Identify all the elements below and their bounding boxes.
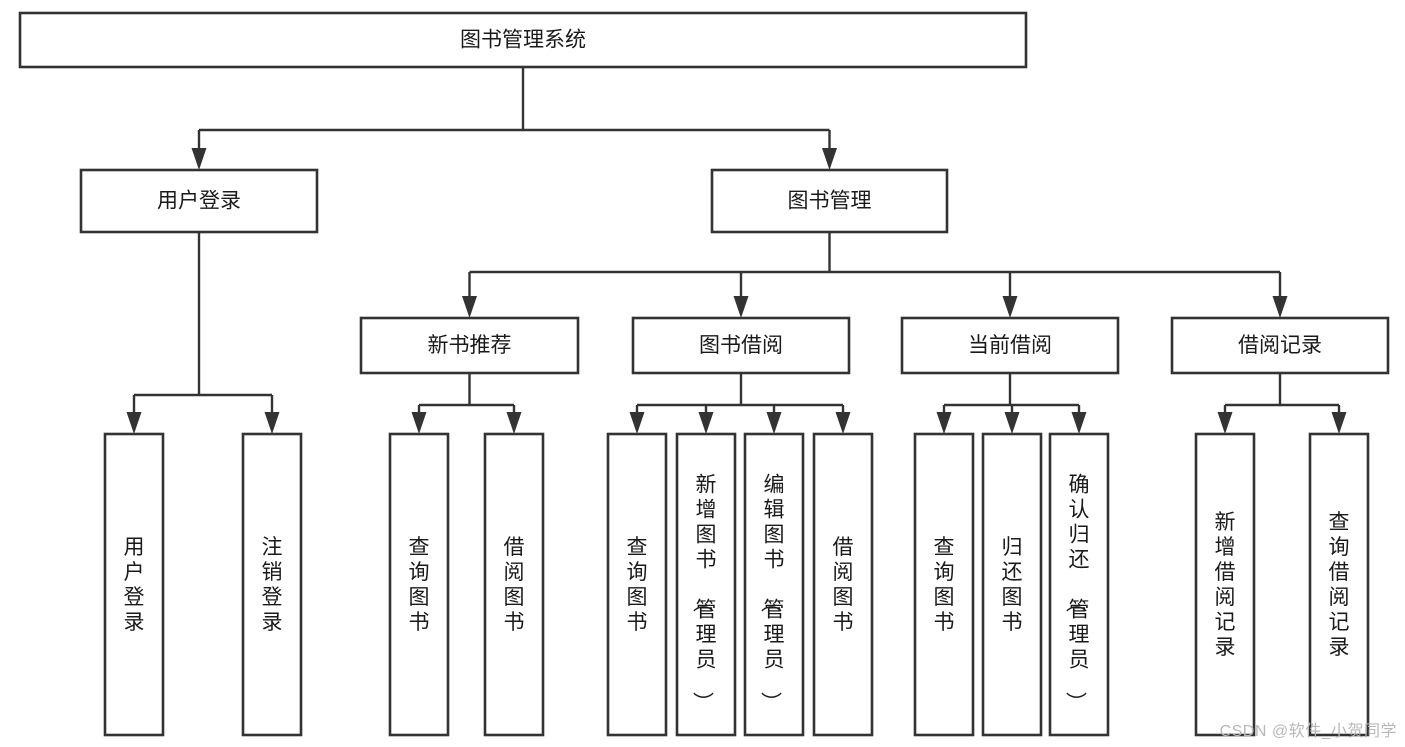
node-label: 注销登录 — [262, 536, 283, 634]
arrow-head-icon — [733, 296, 749, 318]
node-box — [743, 432, 805, 737]
node-box — [710, 168, 949, 234]
node-label: 图书管理 — [788, 190, 872, 213]
connector-group-user-login — [126, 232, 280, 434]
arrow-head-icon — [629, 412, 645, 434]
node-box — [1308, 432, 1370, 737]
arrow-head-icon — [698, 412, 714, 434]
node-label: 新增图书（管理员） — [691, 474, 717, 713]
node-label: 新书推荐 — [428, 334, 512, 357]
node-leaf-borrow-query-book[interactable]: 查询图书 — [606, 432, 668, 737]
node-label: 当前借阅 — [968, 334, 1052, 357]
node-box — [241, 432, 303, 737]
node-label: 新增借阅记录 — [1215, 511, 1236, 659]
arrow-head-icon — [822, 148, 837, 170]
node-book-manage[interactable]: 图书管理 — [710, 168, 949, 234]
node-leaf-borrow-add-book[interactable]: 新增图书（管理员） — [675, 432, 737, 737]
connector-group-current-borrow — [936, 373, 1087, 434]
node-label: 查询图书 — [409, 536, 430, 634]
node-box — [631, 316, 851, 375]
node-box — [79, 168, 319, 234]
node-book-borrow[interactable]: 图书借阅 — [631, 316, 851, 375]
node-label: 查询图书 — [627, 536, 648, 634]
node-label: 编辑图书（管理员） — [759, 474, 785, 713]
node-box — [18, 11, 1028, 69]
node-leaf-user-logout[interactable]: 注销登录 — [241, 432, 303, 737]
connector-group-book-borrow — [629, 373, 851, 434]
arrow-head-icon — [264, 412, 280, 434]
arrow-head-icon — [1071, 412, 1087, 434]
node-box — [913, 432, 975, 737]
arrow-head-icon — [506, 412, 522, 434]
arrow-head-icon — [1004, 412, 1020, 434]
node-leaf-borrow-edit-book[interactable]: 编辑图书（管理员） — [743, 432, 805, 737]
node-current-borrow[interactable]: 当前借阅 — [900, 316, 1120, 375]
arrow-head-icon — [126, 412, 142, 434]
node-leaf-cur-query-book[interactable]: 查询图书 — [913, 432, 975, 737]
node-borrow-record[interactable]: 借阅记录 — [1170, 316, 1390, 375]
node-label: 图书借阅 — [699, 334, 783, 357]
node-box — [483, 432, 545, 737]
arrow-head-icon — [936, 412, 952, 434]
arrow-head-icon — [835, 412, 851, 434]
connector-layer — [126, 67, 1347, 434]
node-label: 查询图书 — [934, 536, 955, 634]
node-leaf-rec-query-book[interactable]: 查询图书 — [388, 432, 450, 737]
node-new-book-rec[interactable]: 新书推荐 — [359, 316, 580, 375]
node-label: 借阅图书 — [504, 536, 525, 634]
node-box — [606, 432, 668, 737]
node-leaf-cur-return-book[interactable]: 归还图书 — [981, 432, 1043, 737]
node-label: 借阅图书 — [833, 536, 854, 634]
arrow-head-icon — [411, 412, 427, 434]
connector-group-book-manage — [462, 232, 1288, 318]
connector-group-root — [191, 67, 837, 170]
node-label: 借阅记录 — [1238, 334, 1322, 357]
connector-group-new-book-rec — [411, 373, 522, 434]
node-layer: 图书管理系统用户登录图书管理新书推荐图书借阅当前借阅借阅记录用户登录注销登录查询… — [18, 11, 1390, 737]
node-label: 图书管理系统 — [460, 29, 586, 52]
node-box — [359, 316, 580, 375]
node-label: 查询借阅记录 — [1329, 511, 1350, 659]
arrow-head-icon — [1272, 296, 1288, 318]
node-leaf-rec-borrow-book[interactable]: 借阅图书 — [483, 432, 545, 737]
connector-group-borrow-record — [1217, 373, 1347, 434]
node-label: 用户登录 — [124, 536, 145, 634]
arrow-head-icon — [191, 148, 207, 170]
node-box — [1048, 432, 1110, 737]
node-label: 确认归还（管理员） — [1064, 474, 1090, 713]
node-leaf-user-login[interactable]: 用户登录 — [103, 432, 165, 737]
arrow-head-icon — [462, 296, 477, 318]
node-box — [675, 432, 737, 737]
node-root[interactable]: 图书管理系统 — [18, 11, 1028, 69]
node-leaf-rec-query-record[interactable]: 查询借阅记录 — [1308, 432, 1370, 737]
node-leaf-borrow-borrow-book[interactable]: 借阅图书 — [812, 432, 874, 737]
arrow-head-icon — [1331, 412, 1347, 434]
node-box — [1194, 432, 1256, 737]
node-box — [812, 432, 874, 737]
node-label: 用户登录 — [157, 190, 241, 213]
node-user-login[interactable]: 用户登录 — [79, 168, 319, 234]
arrow-head-icon — [1217, 412, 1233, 434]
node-leaf-rec-add-record[interactable]: 新增借阅记录 — [1194, 432, 1256, 737]
node-leaf-cur-confirm-return[interactable]: 确认归还（管理员） — [1048, 432, 1110, 737]
arrow-head-icon — [766, 412, 782, 434]
node-box — [981, 432, 1043, 737]
node-box — [388, 432, 450, 737]
node-box — [900, 316, 1120, 375]
node-label: 归还图书 — [1002, 536, 1023, 634]
node-box — [103, 432, 165, 737]
arrow-head-icon — [1002, 296, 1018, 318]
node-box — [1170, 316, 1390, 375]
